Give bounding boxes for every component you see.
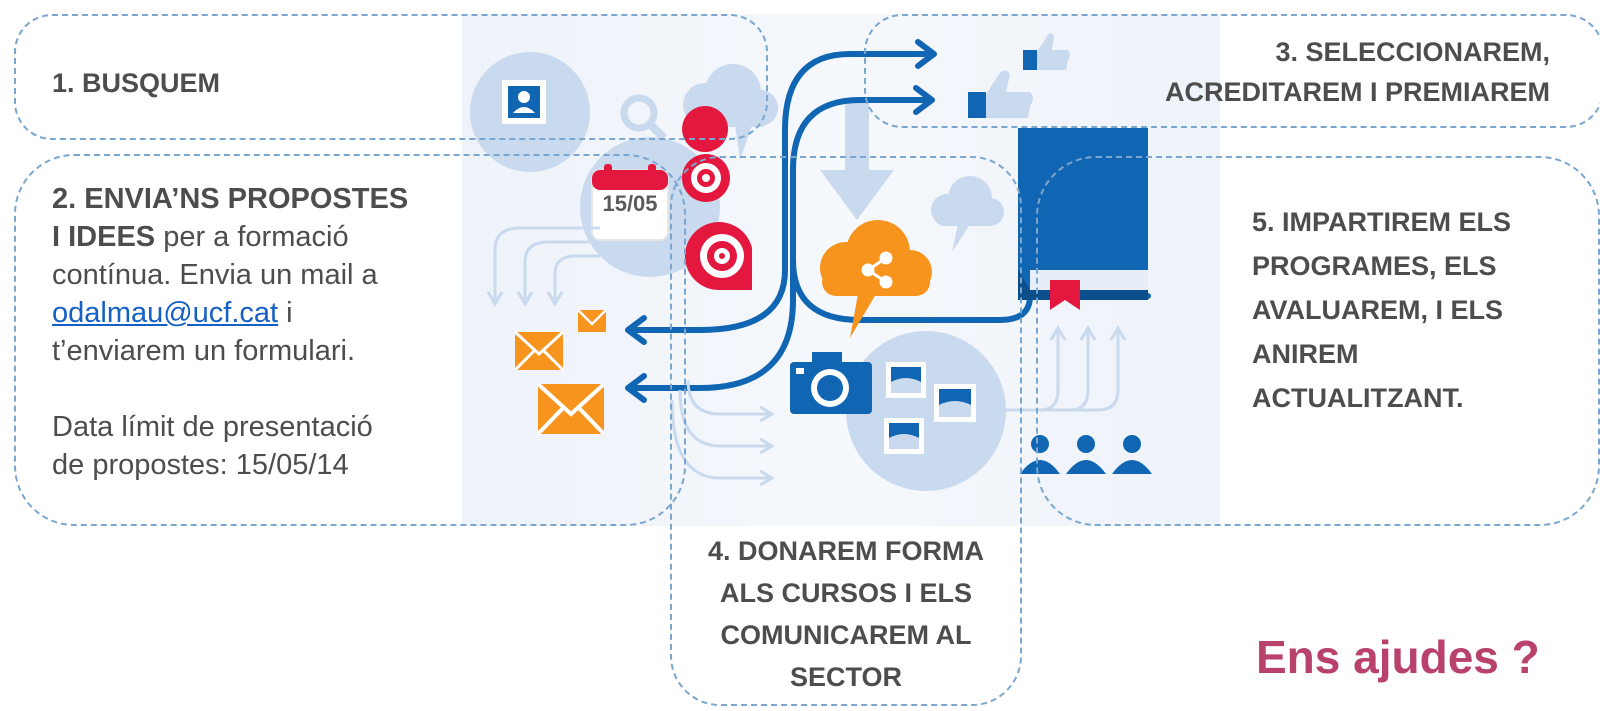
photo-icon [884, 418, 924, 454]
user-icon [502, 80, 546, 124]
deadline-line: de propostes: 15/05/14 [52, 449, 349, 481]
thin-arrows [670, 379, 775, 487]
step-5-line: ACTUALITZANT. [1252, 383, 1464, 413]
step-2-text: 2. ENVIA’NS PROPOSTES I IDEES per a form… [52, 180, 452, 484]
thumbs-up-icon [968, 70, 1033, 118]
thin-arrows [486, 226, 600, 307]
step-2-title-end: I IDEES [52, 221, 156, 253]
step-2-line: contínua. Envia un mail a [52, 259, 378, 291]
calendar-date: 15/05 [602, 191, 658, 216]
step-5-frame [1036, 156, 1600, 526]
step-5-line: PROGRAMES, ELS [1252, 251, 1497, 281]
mail-icon [513, 330, 565, 372]
step-4-line: SECTOR [789, 662, 903, 692]
step-2-after-email: i [278, 297, 293, 329]
step-2-text-after-title: per a formació [155, 221, 349, 253]
camera-icon [790, 352, 872, 414]
mail-icon [577, 309, 607, 332]
step-5-line: AVALUAREM, I ELS [1252, 295, 1504, 325]
email-link[interactable]: odalmau@ucf.cat [52, 297, 279, 329]
step-1-title: 1. BUSQUEM [52, 68, 221, 98]
step-2-line: odalmau@ucf.cat i [52, 294, 452, 332]
mail-icon [536, 382, 606, 436]
step-1-frame [14, 14, 768, 140]
help-question: Ens ajudes ? [1256, 631, 1540, 683]
step-4-line: COMUNICAREM AL [720, 620, 972, 650]
down-arrow [820, 100, 894, 220]
step-5-text: 5. IMPARTIREM ELS PROGRAMES, ELS AVALUAR… [1252, 200, 1511, 420]
step-5-line: ANIREM [1252, 339, 1359, 369]
search-icon [620, 94, 667, 141]
step-4-line: 4. DONAREM FORMA [708, 536, 984, 566]
step-4-frame [670, 156, 1022, 706]
step-2-line: I IDEES per a formació [52, 218, 452, 256]
step-5-line: 5. IMPARTIREM ELS [1252, 207, 1512, 237]
step-4-text: 4. DONAREM FORMA ALS CURSOS I ELS COMUNI… [672, 530, 1020, 698]
target-icon [684, 222, 752, 291]
photo-icon [934, 384, 976, 422]
share-symbol [861, 251, 893, 289]
step-4-line: ALS CURSOS I ELS [719, 578, 973, 608]
step-3-line: 3. SELECCIONAREM, [1275, 37, 1550, 67]
thumbs-up-icon [1023, 33, 1070, 70]
thin-arrows [1005, 325, 1127, 412]
step-3-text: 3. SELECCIONAREM, ACREDITAREM I PREMIARE… [1165, 32, 1550, 112]
arrow-heads [625, 39, 937, 403]
deadline-line: Data límit de presentació [52, 411, 373, 443]
spacer [52, 370, 452, 408]
step-3-frame [864, 14, 1600, 128]
photo-icon [886, 362, 926, 398]
step-2-title: 2. ENVIA’NS PROPOSTES [52, 183, 409, 215]
step-2-frame [14, 154, 686, 526]
step-2-line: t’enviarem un formulari. [52, 335, 355, 367]
step-3-line: ACREDITAREM I PREMIAREM [1164, 77, 1550, 107]
